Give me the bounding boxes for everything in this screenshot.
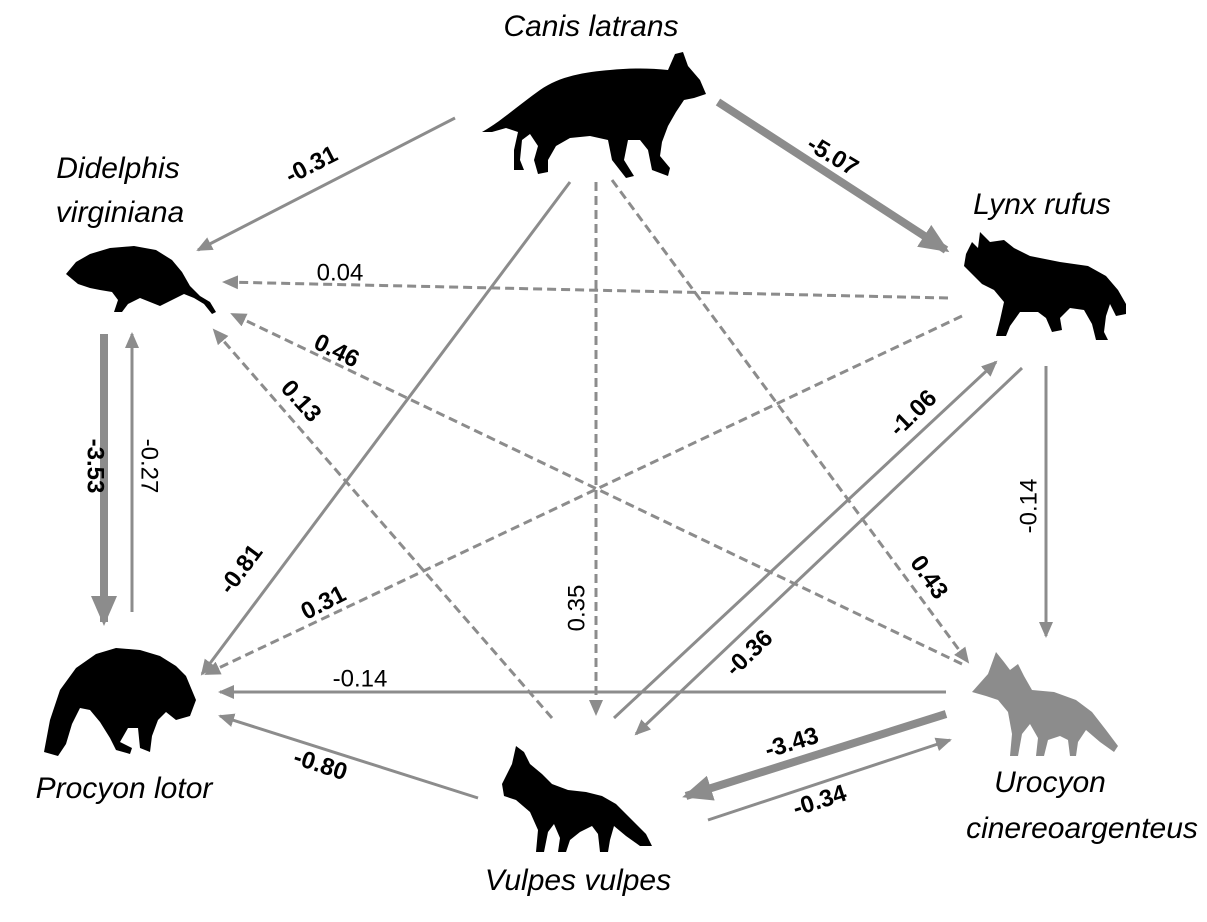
raccoon-silhouette-icon [44,648,196,756]
label-urocyon-didelphis: 0.46 [310,329,364,374]
arrow-lynx-vulpes [634,366,1024,736]
species-name-didelphis-line2: virginiana [56,196,184,229]
coyote-silhouette-icon [482,52,706,178]
label-didelphis-procyon: -3.53 [82,439,109,494]
label-urocyon-procyon: -0.14 [333,665,388,692]
interaction-arrows: -5.07-0.31-0.810.350.430.040.31-0.36-1.0… [82,98,1053,822]
arrow-canis-didelphis [196,116,456,252]
label-vulpes-procyon: -0.80 [290,744,350,787]
species-name-lynx: Lynx rufus [973,188,1111,221]
label-canis-urocyon: 0.43 [904,550,953,604]
arrow-vulpes-didelphis [212,328,554,719]
label-procyon-didelphis: -0.27 [136,439,163,494]
bobcat-silhouette-icon [964,232,1126,340]
arrow-urocyon-didelphis [230,312,963,666]
species-name-urocyon-line2: cinereoargenteus [966,812,1198,845]
arrow-lynx-didelphis [222,275,949,300]
gray-fox-silhouette-icon [972,652,1118,756]
species-name-canis: Canis latrans [503,10,678,43]
species-name-didelphis-line1: Didelphis [56,152,179,185]
label-lynx-didelphis: 0.04 [317,259,364,286]
arrow-urocyon-vulpes [682,710,948,801]
opossum-silhouette-icon [66,246,216,314]
label-lynx-vulpes: -0.36 [720,624,778,681]
arrow-canis-lynx [715,98,950,254]
species-name-procyon: Procyon lotor [36,772,214,805]
label-vulpes-urocyon: -0.34 [789,779,850,822]
label-canis-vulpes: 0.35 [563,585,590,632]
label-vulpes-lynx: -1.06 [884,384,942,441]
label-lynx-urocyon: -0.14 [1015,479,1042,534]
species-name-urocyon-line1: Urocyon [994,766,1106,799]
label-vulpes-didelphis: 0.13 [275,375,326,428]
species-name-vulpes: Vulpes vulpes [485,864,671,897]
arrow-canis-urocyon [610,179,970,664]
red-fox-silhouette-icon [502,746,652,852]
arrow-vulpes-urocyon [707,737,952,822]
arrow-vulpes-lynx [612,360,998,720]
arrow-canis-procyon [200,181,572,676]
arrow-vulpes-procyon [218,713,479,800]
label-canis-procyon: -0.81 [214,539,268,599]
